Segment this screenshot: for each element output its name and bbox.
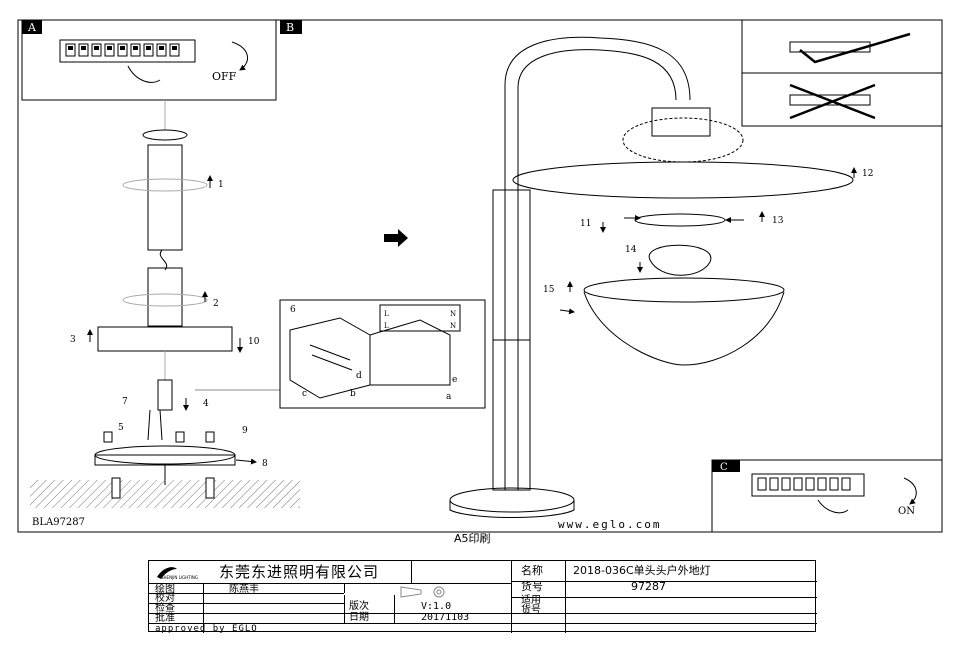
breaker-panel-icon xyxy=(59,39,196,83)
terminal-n-1: N xyxy=(450,310,456,318)
title-block: SHENJIN LIGHTING 东莞东进照明有限公司 绘图 陈燕丰 校对 检查… xyxy=(148,560,817,634)
terminal-l-2: L xyxy=(384,322,389,330)
callout-7: 7 xyxy=(122,397,128,407)
panel-c: C ON xyxy=(711,459,943,533)
model-value: 97287 xyxy=(631,580,666,593)
date-label: 日期 xyxy=(349,612,369,623)
label-c: c xyxy=(302,389,307,399)
screws xyxy=(103,431,215,443)
company-name: 东莞东进照明有限公司 xyxy=(219,563,380,581)
callout-13: 13 xyxy=(772,216,784,226)
check2-label: 检查 xyxy=(155,603,175,614)
drawn-value: 陈燕丰 xyxy=(229,584,259,595)
applicable-label: 适用 xyxy=(521,595,541,606)
on-label: ON xyxy=(898,506,915,517)
sheet-frame xyxy=(17,19,943,533)
applicable-label-2: 货号 xyxy=(521,605,541,616)
approve-label: 批准 xyxy=(155,613,175,624)
check1-label: 校对 xyxy=(155,593,175,604)
base-assembly-exploded xyxy=(94,100,280,485)
check-icon xyxy=(799,32,911,64)
label-d: d xyxy=(356,371,362,381)
approved-by: approved by EGLO xyxy=(155,624,258,634)
label-b: b xyxy=(350,389,356,399)
callout-9: 9 xyxy=(242,426,248,436)
label-a: a xyxy=(446,392,452,402)
callout-5: 5 xyxy=(118,423,124,433)
terminal-l-1: L xyxy=(384,310,389,318)
website: www.eglo.com xyxy=(558,518,661,531)
callout-1: 1 xyxy=(218,180,224,190)
wiring-detail: 6 L N L N a b c d e xyxy=(279,299,486,409)
anchor-bolts xyxy=(111,477,215,499)
company-logo: SHENJIN LIGHTING xyxy=(153,563,203,581)
svg-text:SHENJIN LIGHTING: SHENJIN LIGHTING xyxy=(161,575,198,580)
turn-on-arrow-icon xyxy=(903,477,917,505)
callout-3: 3 xyxy=(70,335,76,345)
terminal-n-2: N xyxy=(450,322,456,330)
callout-11: 11 xyxy=(580,219,591,229)
panel-b: B xyxy=(280,20,302,34)
correct-incorrect-insets xyxy=(741,19,943,127)
callout-12: 12 xyxy=(862,169,873,179)
callout-2: 2 xyxy=(213,299,219,309)
name-label: 名称 xyxy=(521,564,543,577)
next-step-arrow-icon xyxy=(384,229,408,247)
callout-10: 10 xyxy=(248,337,260,347)
ground-hatch xyxy=(30,480,300,508)
cross-icon xyxy=(789,83,876,120)
model-label: 货号 xyxy=(521,580,543,593)
turn-off-arrow-icon xyxy=(231,41,248,71)
callout-6: 6 xyxy=(290,305,296,315)
callout-4: 4 xyxy=(203,399,209,409)
print-note: A5印刷 xyxy=(454,532,491,545)
panel-a: A OFF xyxy=(21,19,277,101)
lamp-post-drawing xyxy=(449,36,854,518)
name-value: 2018-036C单头头户外地灯 xyxy=(573,564,711,577)
callout-15: 15 xyxy=(543,285,555,295)
version-value: V:1.0 xyxy=(421,601,452,612)
label-e: e xyxy=(452,375,457,385)
date-value: 20171103 xyxy=(421,612,470,623)
callout-14: 14 xyxy=(625,245,637,255)
panel-a-label: A xyxy=(27,21,37,34)
callout-8: 8 xyxy=(262,459,268,469)
version-label: 版次 xyxy=(349,601,369,612)
panel-c-label: C xyxy=(720,462,728,473)
model-code: BLA97287 xyxy=(32,517,85,528)
projection-symbol-icon xyxy=(399,585,459,599)
off-label: OFF xyxy=(212,70,237,83)
panel-b-label: B xyxy=(286,21,294,34)
breaker-panel-on-icon xyxy=(751,473,865,514)
drawn-label: 绘图 xyxy=(155,584,175,595)
